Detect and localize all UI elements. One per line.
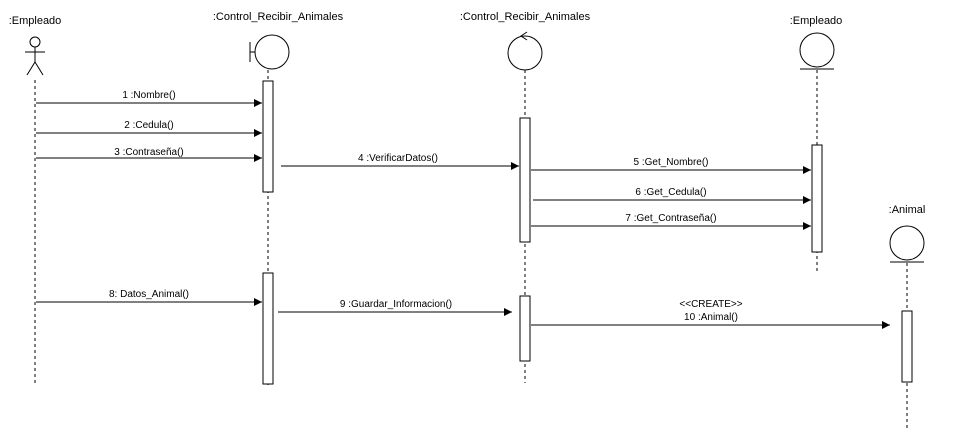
boundary-icon: [249, 34, 290, 70]
message-2: 2 :Cedula(): [36, 120, 262, 137]
participant-label: :Empleado: [9, 15, 62, 27]
activation-bar: [901, 310, 913, 383]
control-icon: [507, 31, 543, 71]
participant-label: :Animal: [889, 204, 926, 216]
participant-empleado-entity: :Empleado: [790, 15, 843, 272]
message-stereotype: <<CREATE>>: [679, 299, 742, 310]
message-label: 1 :Nombre(): [122, 90, 175, 101]
message-10: <<CREATE>> 10 :Animal(): [531, 299, 890, 329]
message-label: 2 :Cedula(): [124, 120, 173, 131]
entity-icon: [889, 225, 925, 263]
actor-icon: [25, 36, 45, 76]
participant-control-boundary: :Control_Recibir_Animales: [213, 11, 344, 385]
message-label: 8: Datos_Animal(): [109, 289, 189, 300]
message-8: 8: Datos_Animal(): [36, 289, 262, 306]
message-label: 5 :Get_Nombre(): [633, 157, 708, 168]
activation-bar: [262, 272, 274, 385]
participant-label: :Empleado: [790, 15, 843, 27]
message-4: 4 :VerificarDatos(): [281, 153, 519, 170]
message-label: 10 :Animal(): [684, 312, 738, 323]
message-label: 4 :VerificarDatos(): [358, 153, 438, 164]
message-label: 3 :Contraseña(): [114, 147, 183, 158]
message-7: 7 :Get_Contraseña(): [531, 213, 811, 230]
message-6: 6 :Get_Cedula(): [533, 187, 811, 204]
activation-bar: [519, 117, 531, 243]
message-5: 5 :Get_Nombre(): [531, 157, 811, 174]
activation-bar: [519, 295, 531, 362]
participant-empleado-actor: :Empleado: [9, 15, 62, 383]
entity-icon: [799, 32, 835, 70]
message-9: 9 :Guardar_Informacion(): [278, 299, 512, 316]
message-label: 9 :Guardar_Informacion(): [340, 299, 452, 310]
message-label: 6 :Get_Cedula(): [635, 187, 706, 198]
message-3: 3 :Contraseña(): [36, 147, 262, 162]
message-1: 1 :Nombre(): [36, 90, 262, 107]
participant-label: :Control_Recibir_Animales: [460, 11, 591, 23]
message-label: 7 :Get_Contraseña(): [625, 213, 716, 224]
activation-bar: [262, 80, 274, 193]
participant-control-control: :Control_Recibir_Animales: [460, 11, 591, 383]
activation-bar: [811, 144, 823, 253]
participant-animal-entity: :Animal: [889, 204, 926, 430]
participant-label: :Control_Recibir_Animales: [213, 11, 344, 23]
